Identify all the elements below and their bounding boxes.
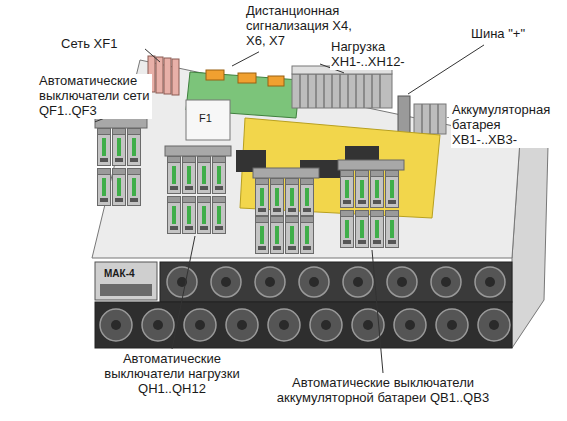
breaker <box>371 171 384 208</box>
controller-unit <box>95 262 157 300</box>
plus-bus <box>398 96 410 136</box>
terminal-dividers <box>300 74 380 108</box>
fan-row <box>160 262 512 302</box>
terminal-rail <box>414 104 446 134</box>
breaker-group <box>95 118 147 206</box>
breaker <box>286 179 299 216</box>
breaker-cover <box>253 168 319 178</box>
part-marking: F1 <box>199 112 212 125</box>
breaker-group <box>253 168 319 254</box>
controller-display <box>100 284 152 296</box>
breaker <box>98 129 111 166</box>
callout-label: Автоматические выключатели нагрузки QH1.… <box>95 352 249 397</box>
fan <box>387 267 417 297</box>
breaker <box>128 129 141 166</box>
terminal-rail <box>292 74 392 108</box>
breaker <box>301 179 314 216</box>
breaker <box>386 211 399 248</box>
fans <box>100 267 510 341</box>
fan <box>268 309 300 341</box>
breaker <box>256 179 269 216</box>
fan-hubs <box>111 277 499 330</box>
fan <box>436 309 468 341</box>
callout-label: Аккумуляторная батарея XB1-..XB3- <box>451 103 563 148</box>
callout-label: Сеть XF1 <box>60 37 142 52</box>
breaker <box>98 169 111 206</box>
breaker <box>271 217 284 254</box>
leader-line <box>448 117 449 118</box>
fan <box>255 267 285 297</box>
breaker <box>213 157 226 194</box>
fan <box>394 309 426 341</box>
fan <box>299 267 329 297</box>
breaker <box>198 157 211 194</box>
breaker <box>198 197 211 234</box>
breaker-group <box>165 146 231 234</box>
breaker <box>301 217 314 254</box>
fan <box>475 267 505 297</box>
breaker <box>183 157 196 194</box>
callout-label: Нагрузка XH1-..XH12- <box>330 40 427 70</box>
fan <box>431 267 461 297</box>
terminal-dividers <box>422 104 438 134</box>
breaker <box>356 171 369 208</box>
fan <box>184 309 216 341</box>
breaker <box>356 211 369 248</box>
breaker-group <box>338 160 404 248</box>
breaker-cover <box>165 146 231 156</box>
fan <box>226 309 258 341</box>
leader-line <box>172 236 195 349</box>
breaker <box>386 171 399 208</box>
breaker <box>286 217 299 254</box>
part-marking: МАК-4 <box>104 268 135 280</box>
leader-line <box>372 250 383 373</box>
breaker <box>371 211 384 248</box>
fan <box>167 267 197 297</box>
breaker <box>341 211 354 248</box>
terminal <box>172 59 179 95</box>
terminal <box>156 57 163 93</box>
breaker <box>113 169 126 206</box>
fan <box>142 309 174 341</box>
fan <box>211 267 241 297</box>
breaker-cover <box>338 160 404 170</box>
breaker <box>183 197 196 234</box>
terminal <box>164 58 171 94</box>
breaker <box>213 197 226 234</box>
fan <box>100 309 132 341</box>
connector <box>268 76 284 86</box>
fan <box>343 267 373 297</box>
breaker-cover <box>95 118 147 128</box>
breaker <box>256 217 269 254</box>
breaker <box>128 169 141 206</box>
fuse-box <box>186 100 230 140</box>
callout-label: Автоматические выключатели сети QF1..QF3 <box>38 74 152 119</box>
breaker <box>168 197 181 234</box>
fan <box>310 309 342 341</box>
fan-row <box>95 302 512 348</box>
mains-terminals <box>148 56 179 95</box>
leader-line <box>145 49 160 62</box>
breaker <box>168 157 181 194</box>
connector <box>206 70 224 80</box>
busbar-tray <box>240 118 440 218</box>
battery-terminals <box>414 104 446 134</box>
callout-label: Шина "+" <box>470 27 552 42</box>
breaker <box>271 179 284 216</box>
callout-label: Автоматические выключатели аккумуляторно… <box>268 376 498 406</box>
fan <box>478 309 510 341</box>
connector <box>238 73 256 83</box>
leader-line <box>232 52 259 66</box>
breaker <box>113 129 126 166</box>
breaker <box>341 171 354 208</box>
